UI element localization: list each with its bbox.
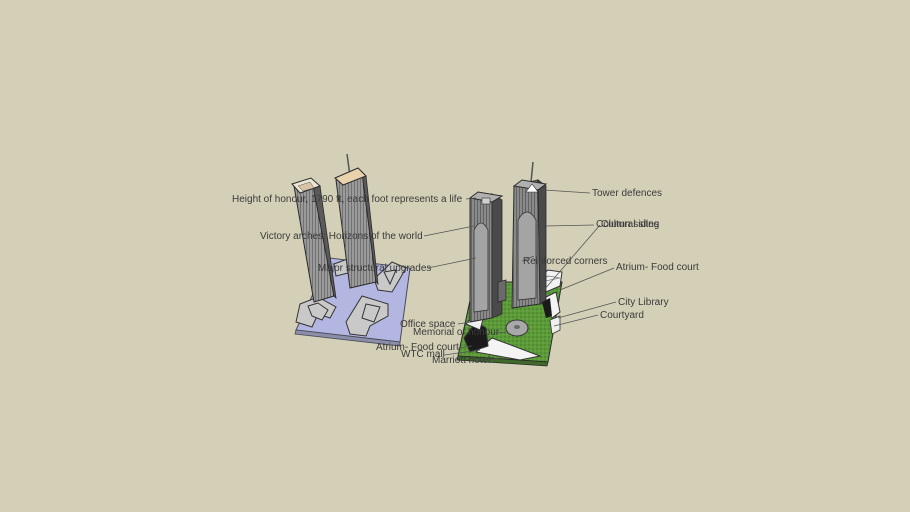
label-cultural-sites: Cultural sites [601,219,659,230]
label-city-library: City Library [618,297,669,308]
label-courtyard: Courtyard [600,310,644,321]
label-major-structural-upgrades: Major structural upgrades [318,263,432,274]
label-marriott-hotel: Marriott hotel [432,355,491,366]
label-office-space: Office space [400,319,456,330]
label-atrium-food-court-right: Atrium- Food court [616,262,699,273]
left-model-tower-1 [291,177,337,303]
right-model-tower-2 [511,161,548,309]
label-reinforced-corners: Reinforced corners [523,256,608,267]
left-low-buildings [295,257,407,337]
original-twin-towers-model [291,153,411,347]
right-model-tower-1 [468,191,504,323]
label-victory-arches: Victory arches: Horizons of the world [260,231,423,242]
label-height-of-honour: Height of honour, 1790 ft, each foot rep… [232,194,463,205]
label-tower-defences: Tower defences [592,188,663,199]
label-memorial-of-honour: Memorial of honour [413,327,500,338]
label-wtc-mall: WTC mall [401,349,445,360]
label-atrium-food-court-left: Atrium- Food court [376,342,459,353]
left-model-tower-2 [334,153,379,289]
label-column-siding: Column siding [596,219,660,230]
annotation-leader-lines [423,189,617,361]
